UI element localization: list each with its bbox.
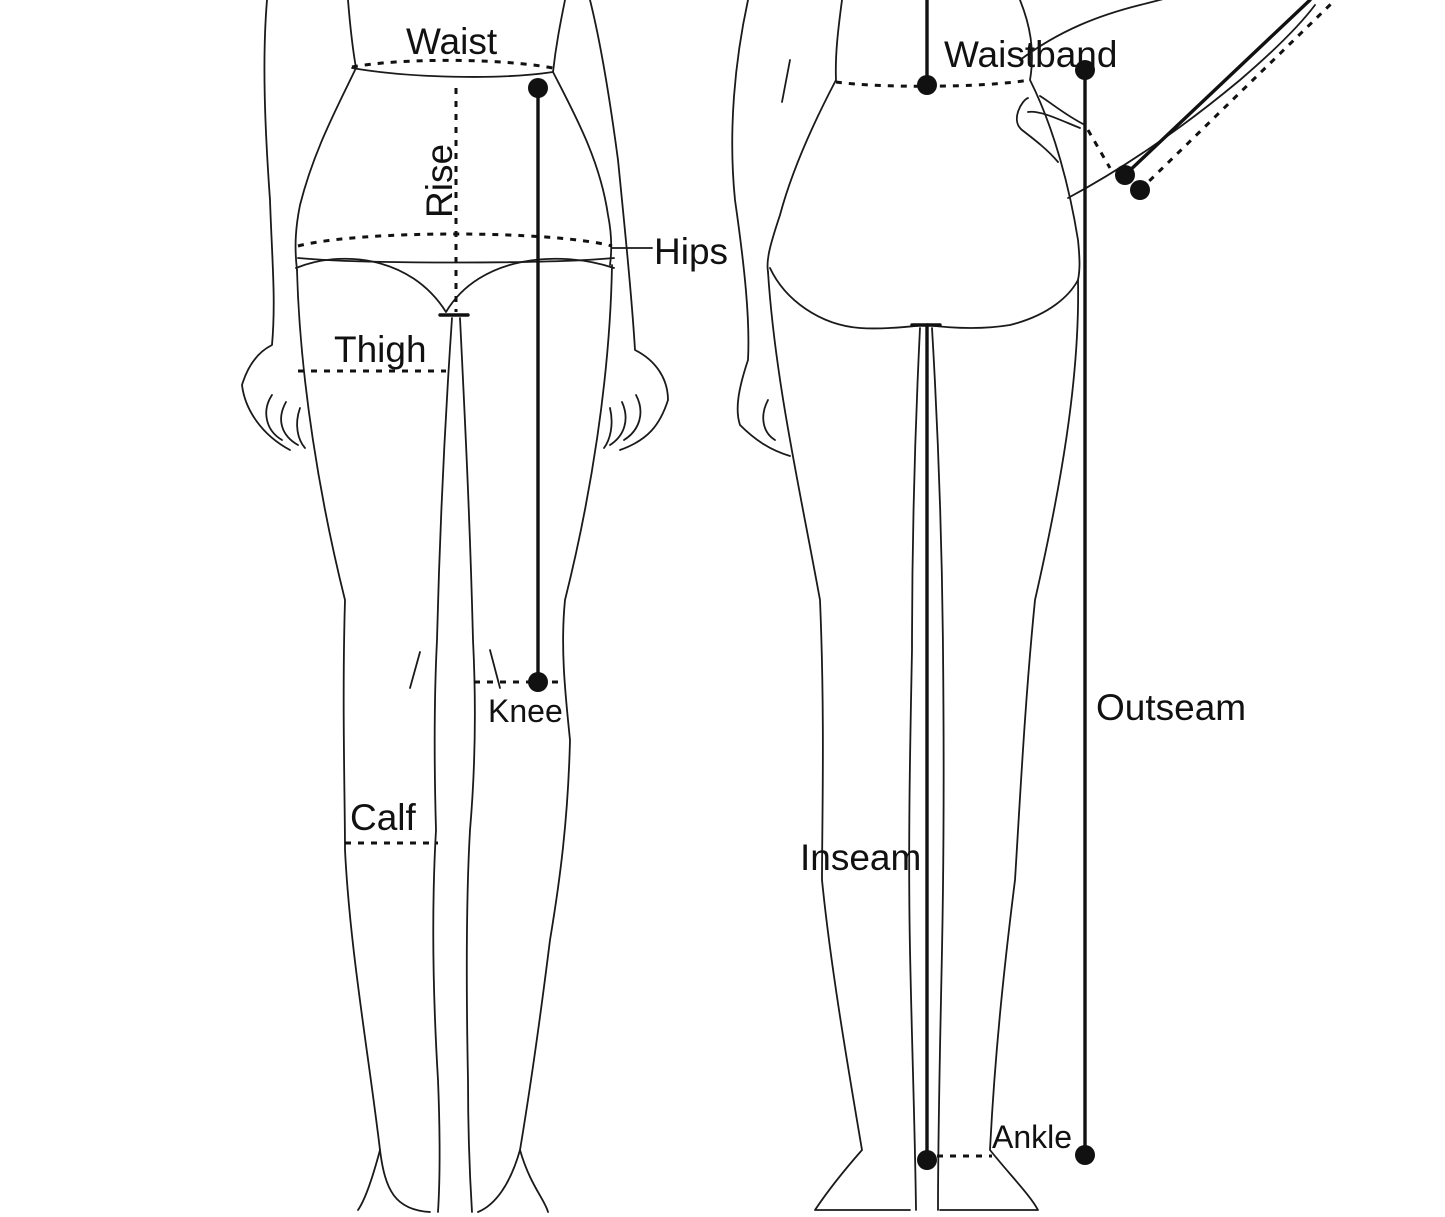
- label-hips: Hips: [654, 231, 728, 272]
- waistband-point: [917, 75, 937, 95]
- label-inseam: Inseam: [800, 837, 921, 878]
- hips-measure-line: [297, 232, 613, 248]
- back-raised-arm-inner: [1067, 4, 1316, 199]
- back-figure: [731, 0, 1316, 1211]
- front-left-leg-outer: [296, 269, 381, 1211]
- sleeve-dash-line: [1138, 0, 1337, 192]
- label-thigh: Thigh: [334, 329, 427, 370]
- outseam-top-point: [1075, 60, 1095, 80]
- back-arm-crease: [781, 59, 791, 103]
- back-left-arm-outline: [731, 0, 791, 457]
- front-figure: [241, 0, 669, 1213]
- back-raised-arm-outer: [1019, 0, 1164, 61]
- front-right-torso-outline: [552, 0, 613, 266]
- outseam-bottom-point: [1075, 1145, 1095, 1165]
- front-right-hand: [603, 394, 642, 449]
- front-measurements: [297, 58, 653, 845]
- back-left-leg-inner: [908, 327, 921, 1211]
- back-left-torso-outline: [766, 0, 843, 273]
- knee-point: [528, 672, 548, 692]
- back-right-leg-outer: [939, 279, 1080, 1211]
- sleeve-point-2: [1130, 180, 1150, 200]
- label-waistband: Waistband: [944, 34, 1117, 75]
- waist-point: [528, 78, 548, 98]
- front-right-arm-outline: [589, 0, 669, 451]
- back-left-leg-outer: [767, 271, 911, 1211]
- waist-line-front: [351, 67, 554, 78]
- back-measurements: [835, 0, 1337, 1170]
- back-left-hand: [762, 399, 776, 441]
- front-right-foot: [477, 1149, 521, 1213]
- front-right-leg-inner: [459, 317, 476, 1213]
- label-calf: Calf: [350, 797, 417, 838]
- front-left-leg-inner: [432, 317, 453, 1213]
- label-ankle: Ankle: [992, 1119, 1072, 1155]
- front-knee-mark-right: [489, 649, 501, 689]
- back-brief-line: [769, 267, 1079, 330]
- ankle-point: [917, 1150, 937, 1170]
- front-left-torso-outline: [294, 0, 357, 271]
- sleeve-solid-line: [1123, 0, 1312, 177]
- front-right-leg-outer: [519, 264, 613, 1213]
- front-left-foot: [379, 1149, 431, 1213]
- sleeve-dash-cross: [1086, 129, 1112, 169]
- back-right-torso-outline: [1019, 0, 1081, 281]
- front-knee-mark-left: [409, 651, 421, 689]
- front-left-arm-outline: [241, 0, 291, 451]
- label-rise: Rise: [419, 144, 460, 218]
- front-brief-line: [295, 257, 615, 313]
- back-hand-on-hip: [1016, 95, 1086, 163]
- label-knee: Knee: [488, 693, 563, 729]
- front-left-hand: [265, 394, 306, 449]
- back-right-leg-inner: [931, 327, 945, 1211]
- label-outseam: Outseam: [1096, 687, 1246, 728]
- sleeve-point-1: [1115, 165, 1135, 185]
- label-waist: Waist: [406, 21, 498, 62]
